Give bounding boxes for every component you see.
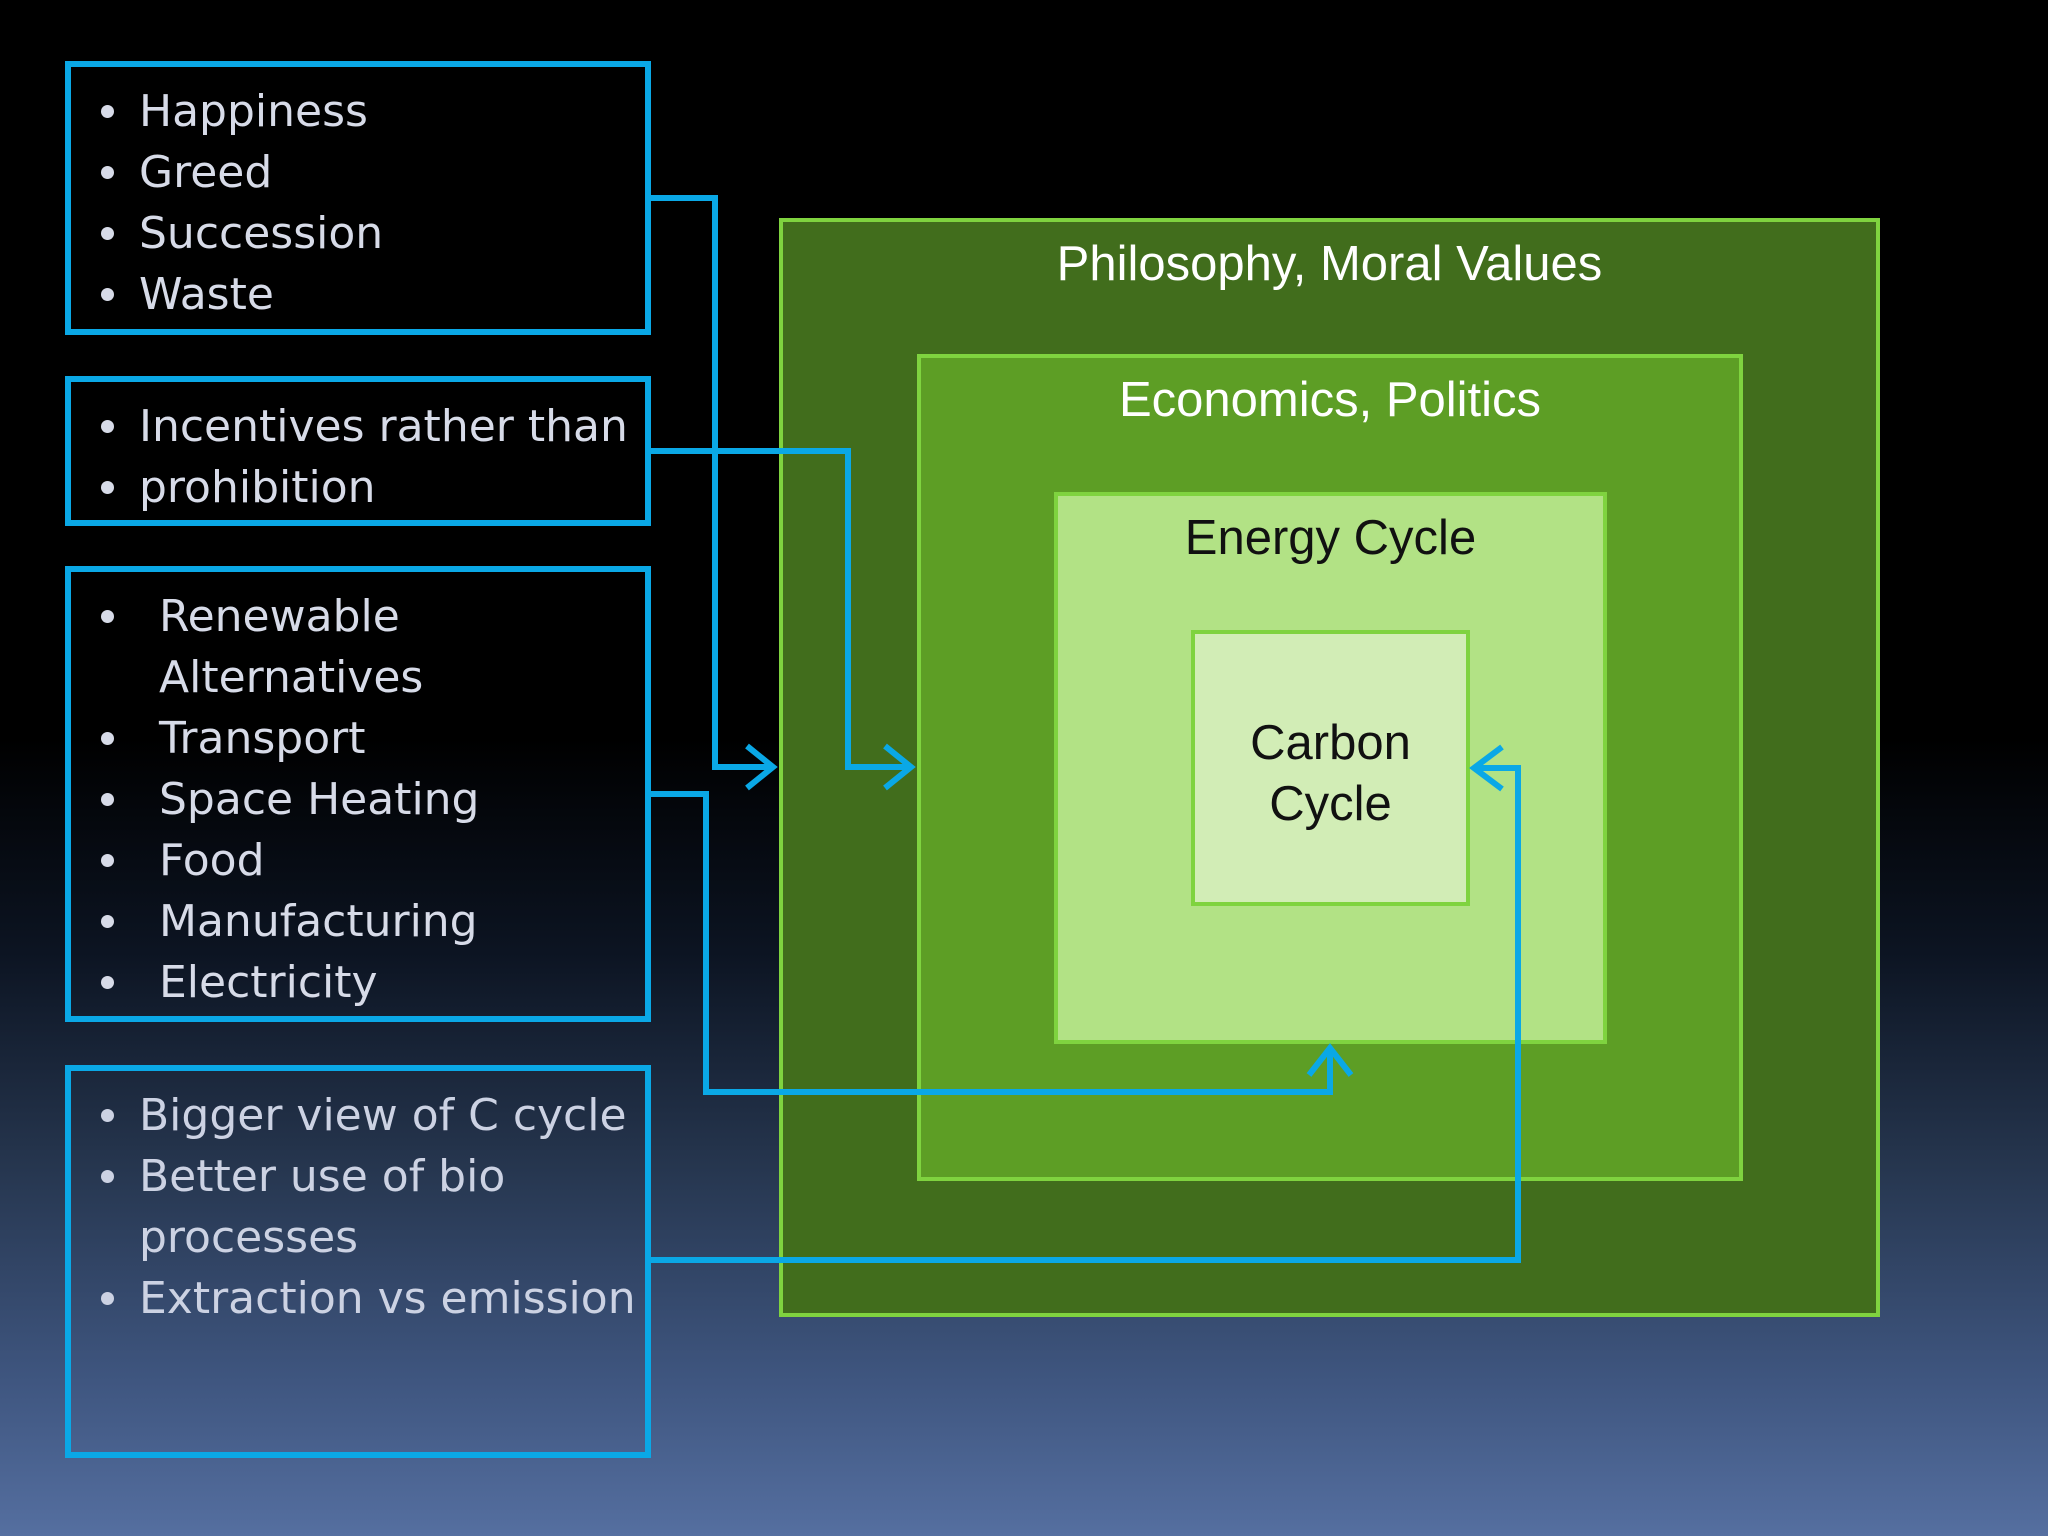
energy-uses-item: Electricity: [101, 952, 625, 1013]
layer-carbon-cycle: Carbon Cycle: [1191, 630, 1470, 906]
arrowhead-carbon-cycle: [1469, 744, 1504, 792]
drivers-item: Greed: [101, 142, 625, 203]
arrow-energy-uses-to-energy-cycle: [651, 791, 1333, 1095]
layer-economics-label: Economics, Politics: [1118, 373, 1542, 427]
energy-uses-item: Manufacturing: [101, 891, 625, 952]
energy-uses-box: Renewable Alternatives Transport Space H…: [65, 566, 651, 1022]
energy-uses-item: Renewable Alternatives: [101, 586, 625, 708]
arrow-policy-to-economics: [651, 448, 909, 770]
policy-box: Incentives rather than prohibition: [65, 376, 651, 526]
drivers-item: Happiness: [101, 81, 625, 142]
layer-carbon-cycle-label: Carbon Cycle: [1250, 716, 1411, 831]
layer-philosophy-label: Philosophy, Moral Values: [1056, 237, 1603, 291]
carbon-views-item: Better use of bio processes: [101, 1146, 625, 1268]
policy-item: Incentives rather than: [101, 396, 628, 457]
arrowhead-energy-cycle: [1306, 1043, 1354, 1077]
policy-item: prohibition: [101, 457, 625, 518]
arrowhead-economics: [883, 743, 916, 791]
energy-uses-item: Food: [101, 830, 625, 891]
energy-uses-item: Transport: [101, 708, 625, 769]
arrow-carbon-views-to-carbon-cycle: [651, 765, 1521, 1263]
carbon-views-item: Bigger view of C cycle: [101, 1085, 627, 1146]
carbon-views-item: Extraction vs emission: [101, 1268, 636, 1329]
arrowhead-philosophy: [745, 743, 778, 791]
energy-uses-item: Space Heating: [101, 769, 625, 830]
arrow-drivers-to-philosophy: [651, 195, 771, 770]
drivers-box: Happiness Greed Succession Waste: [65, 61, 651, 335]
carbon-views-box: Bigger view of C cycle Better use of bio…: [65, 1065, 651, 1458]
layer-energy-cycle-label: Energy Cycle: [1184, 511, 1477, 565]
drivers-item: Succession: [101, 203, 625, 264]
drivers-item: Waste: [101, 264, 625, 325]
